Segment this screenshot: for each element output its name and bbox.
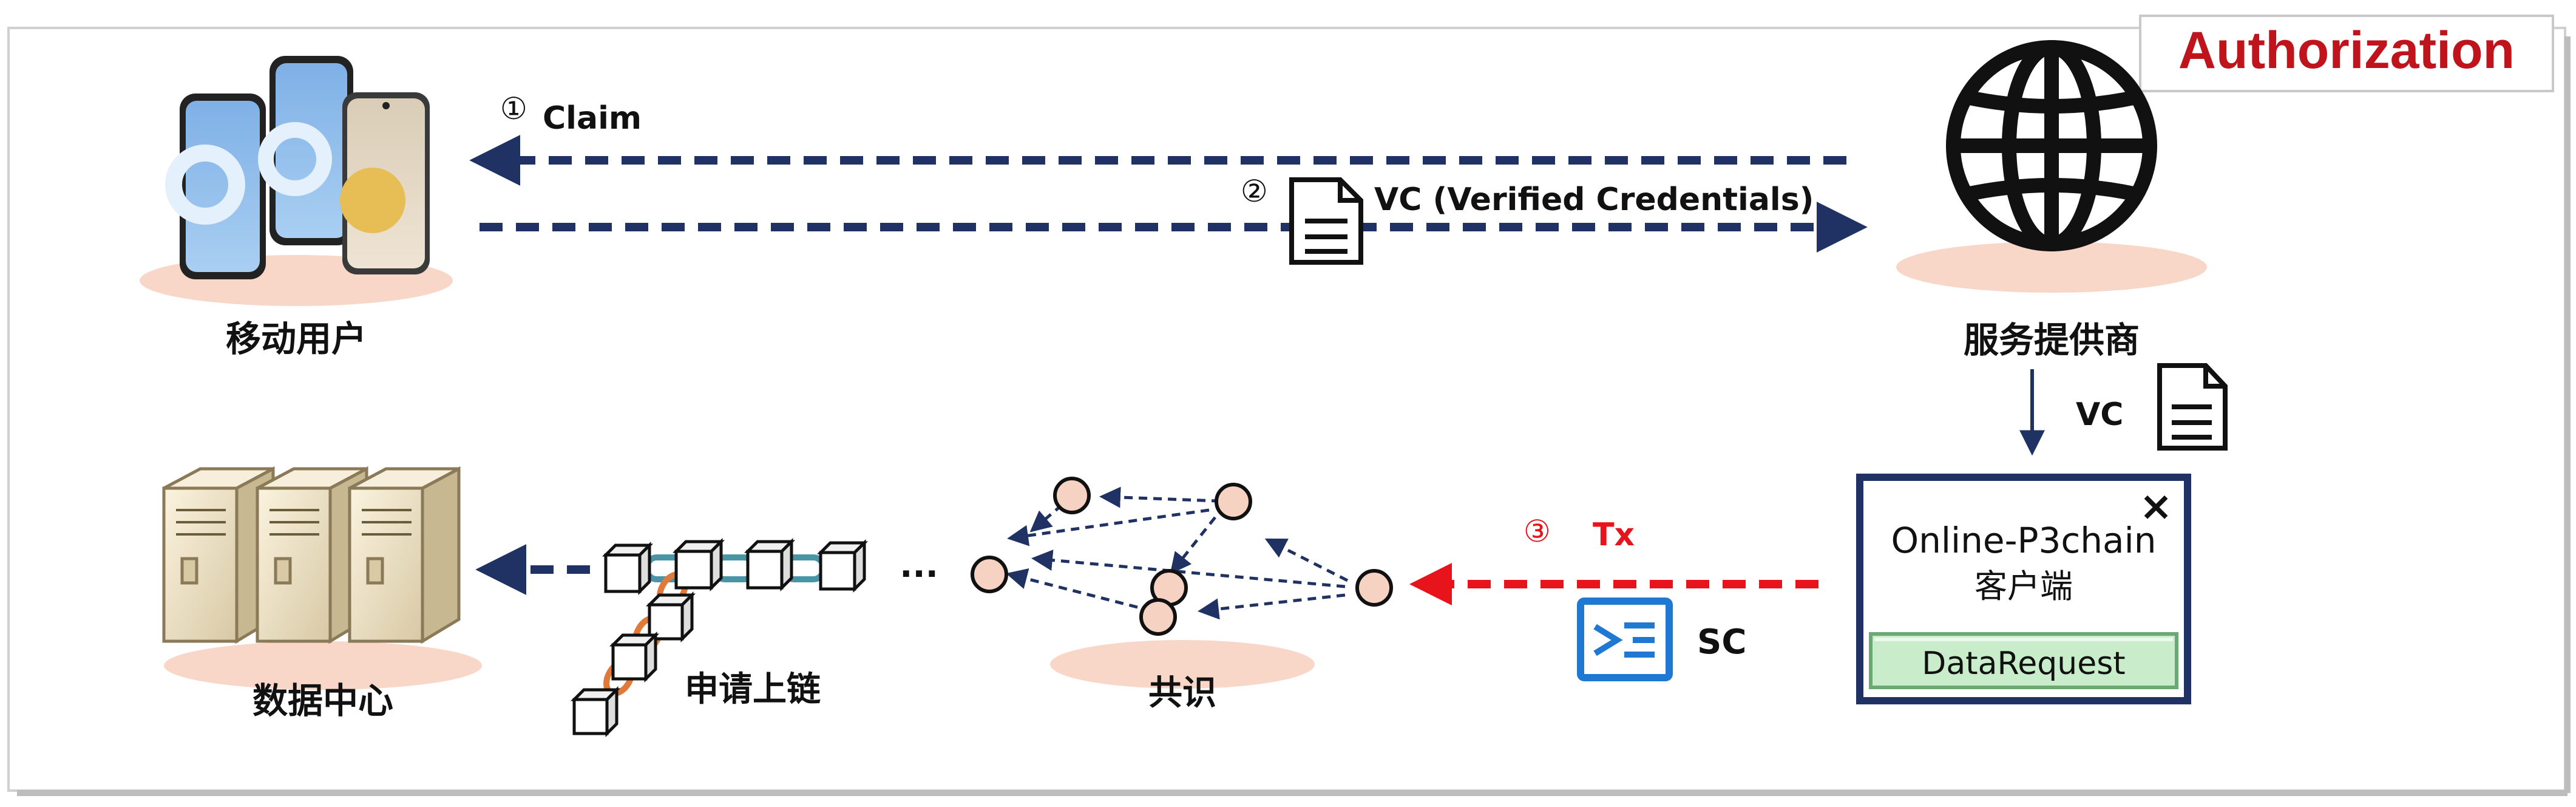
blockchain-icon [570, 537, 869, 738]
client-subtitle: 客户端 [1974, 567, 2073, 605]
consensus-node [1139, 598, 1177, 636]
data-request-label: DataRequest [1922, 645, 2125, 682]
tx-label: Tx [1593, 517, 1635, 553]
smartphones-icon [165, 56, 430, 279]
consensus-node [1215, 483, 1252, 520]
page-title: Authorization [2178, 21, 2515, 80]
ellipsis: ... [900, 546, 938, 585]
consensus-label: 共识 [1148, 673, 1216, 713]
mobile-user-label: 移动用户 [226, 318, 367, 359]
step1-number: ① [500, 91, 527, 126]
step2-number: ② [1241, 174, 1268, 209]
mobile-user-node: 移动用户 [140, 56, 453, 359]
service-provider-label: 服务提供商 [1964, 319, 2140, 361]
consensus-node [971, 556, 1008, 593]
close-icon[interactable]: × [2139, 483, 2172, 529]
client-window: × Online-P3chain 客户端 DataRequest [1856, 474, 2191, 704]
smart-contract-icon [1577, 598, 1673, 681]
step3-number: ③ [1524, 514, 1551, 549]
consensus-node-group: 共识 [971, 477, 1393, 713]
data-center-label: 数据中心 [253, 680, 393, 721]
chain-request-label: 申请上链 [685, 670, 821, 709]
shadow-ellipse [1050, 640, 1315, 689]
vc-credentials-label: VC (Verified Credentials) [1374, 182, 1814, 218]
globe-icon [1946, 40, 2157, 251]
data-request-button[interactable]: DataRequest [1869, 632, 2178, 689]
data-center-node: 数据中心 [162, 466, 482, 721]
shadow-ellipse [164, 641, 482, 690]
claim-label: Claim [543, 100, 642, 137]
title-badge: Authorization [2139, 15, 2554, 92]
consensus-node [1355, 569, 1393, 607]
document-icon [2157, 363, 2228, 451]
sc-label: SC [1697, 622, 1746, 662]
consensus-node [1053, 477, 1091, 514]
server-icon [162, 466, 461, 644]
client-title: Online-P3chain [1891, 520, 2157, 561]
shadow-ellipse [1896, 242, 2207, 293]
document-icon [1289, 177, 1363, 265]
service-provider-node: 服务提供商 [1896, 40, 2207, 361]
vc-label: VC [2076, 397, 2123, 433]
